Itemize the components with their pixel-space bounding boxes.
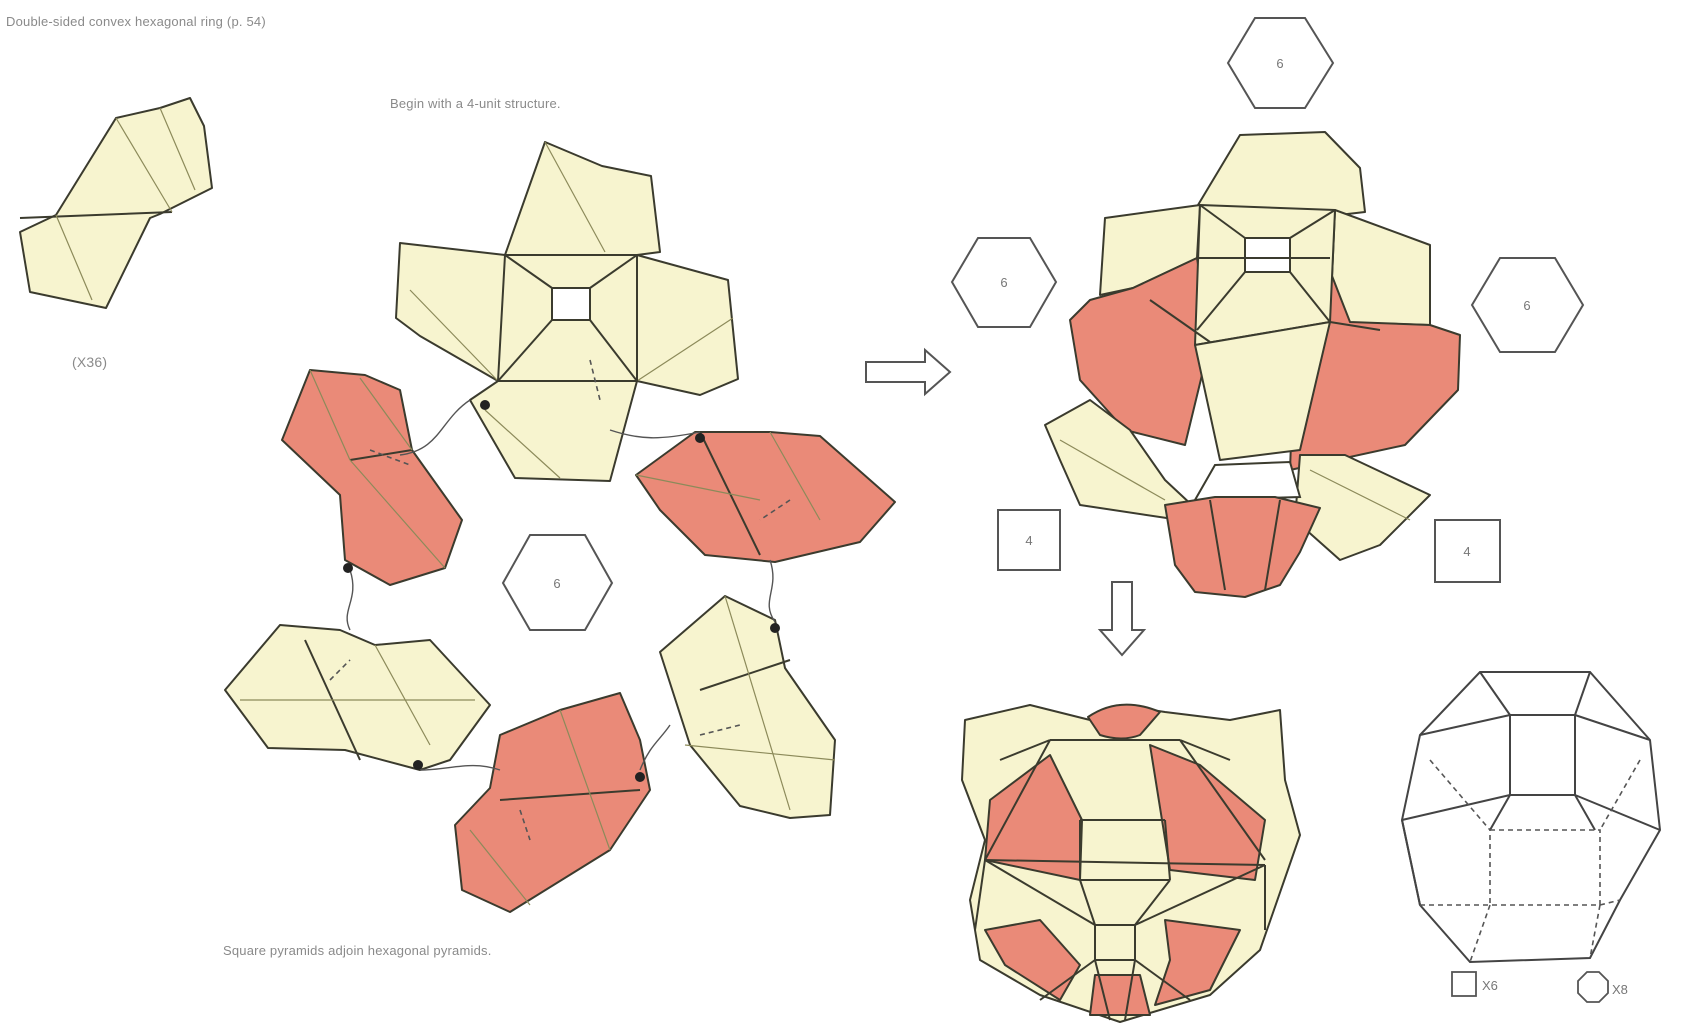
hexagon-center-label: 6	[553, 576, 560, 591]
hexagon-center: 6	[503, 535, 612, 630]
hexagon-top-label: 6	[1276, 56, 1283, 71]
hexagon-right: 6	[1472, 258, 1583, 352]
truncated-octahedron-diagram	[1402, 672, 1660, 962]
square-right: 4	[1435, 520, 1500, 582]
legend-octagon-count: X8	[1612, 982, 1628, 997]
arrow-down	[1100, 582, 1144, 655]
square-left-label: 4	[1025, 533, 1032, 548]
hexagon-left-label: 6	[1000, 275, 1007, 290]
square-right-label: 4	[1463, 544, 1470, 559]
square-left: 4	[998, 510, 1060, 570]
legend-square-count: X6	[1482, 978, 1498, 993]
shape-count-legend: X6 X8	[1452, 972, 1628, 1002]
assembled-half-ring	[1045, 132, 1460, 597]
single-unit	[20, 98, 212, 308]
finished-model	[962, 705, 1300, 1022]
legend-octagon-icon	[1578, 972, 1608, 1002]
four-unit-structure	[396, 142, 738, 481]
legend-square-icon	[1452, 972, 1476, 996]
hexagon-right-label: 6	[1523, 298, 1530, 313]
hexagon-left: 6	[952, 238, 1056, 327]
arrow-right	[866, 350, 950, 394]
hexagon-top: 6	[1228, 18, 1333, 108]
